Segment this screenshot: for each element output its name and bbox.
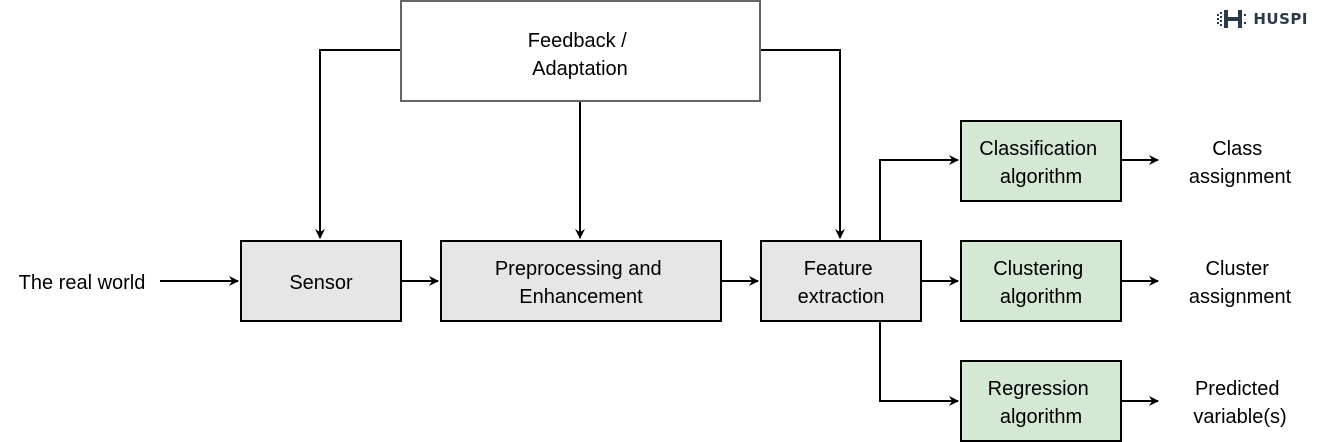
regression-box <box>960 360 1122 442</box>
classification-label-line-1: Classification <box>979 138 1097 160</box>
feature-label-line-2: extraction <box>798 286 885 308</box>
huspi-logo: HUSPI <box>1217 8 1308 30</box>
svg-text:Feature extraction: Feature extraction <box>798 258 885 308</box>
feedback-label-line-1: Feedback / <box>528 30 627 52</box>
feedback-box <box>400 0 761 102</box>
regression-label-line-2: algorithm <box>1000 406 1082 428</box>
sensor-label: Sensor <box>289 272 353 294</box>
preprocessing-node: Preprocessing and Enhancement <box>440 240 722 322</box>
regression-node: Regression algorithm <box>960 360 1122 442</box>
class-output-label: Class assignment <box>1189 138 1292 188</box>
cluster-output-label: Cluster assignment <box>1189 258 1292 308</box>
svg-text:Classification algorithm: Classification algorithm <box>979 138 1102 188</box>
input-label: The real world <box>19 272 146 294</box>
svg-text:Preprocessing and Enhanc: Preprocessing and Enhancement <box>495 258 667 308</box>
feedback-node: Feedback / Adaptation <box>400 0 761 102</box>
clustering-label-line-1: Clustering <box>993 258 1083 280</box>
regression-output-label: Predicted variable(s) <box>1193 378 1286 428</box>
arrow-feature-to-regression <box>879 321 959 406</box>
arrow-feedback-to-sensor <box>315 49 401 239</box>
feedback-label-line-2: Adaptation <box>532 58 628 80</box>
svg-text:Clustering algorithm: Clustering algorithm <box>993 258 1089 308</box>
huspi-logo-text: HUSPI <box>1253 10 1308 28</box>
preprocessing-box <box>440 240 722 322</box>
classification-label-line-2: algorithm <box>1000 166 1082 188</box>
preprocessing-label-line-2: Enhancement <box>519 286 643 308</box>
clustering-node: Clustering algorithm <box>960 240 1122 322</box>
connectors <box>160 49 1159 406</box>
huspi-logo-icon <box>1217 10 1247 28</box>
preprocessing-label-line-1: Preprocessing and <box>495 258 662 280</box>
feature-node: Feature extraction <box>760 240 922 322</box>
svg-text:Regression algorithm: Regression algorithm <box>988 378 1095 428</box>
classification-box <box>960 120 1122 202</box>
regression-label-line-1: Regression <box>988 378 1089 400</box>
arrow-feedback-to-feature <box>760 49 845 239</box>
feature-label-line-1: Feature <box>804 258 873 280</box>
arrow-feature-to-classification <box>879 155 959 241</box>
svg-text:Sensor: Sensor <box>289 272 353 294</box>
clustering-box <box>960 240 1122 322</box>
svg-text:Feedback / Adaptation: Feedback / Adaptation <box>528 30 633 80</box>
sensor-box <box>240 240 402 322</box>
sensor-node: Sensor <box>240 240 402 322</box>
classification-node: Classification algorithm <box>960 120 1122 202</box>
feature-box <box>760 240 922 322</box>
clustering-label-line-2: algorithm <box>1000 286 1082 308</box>
